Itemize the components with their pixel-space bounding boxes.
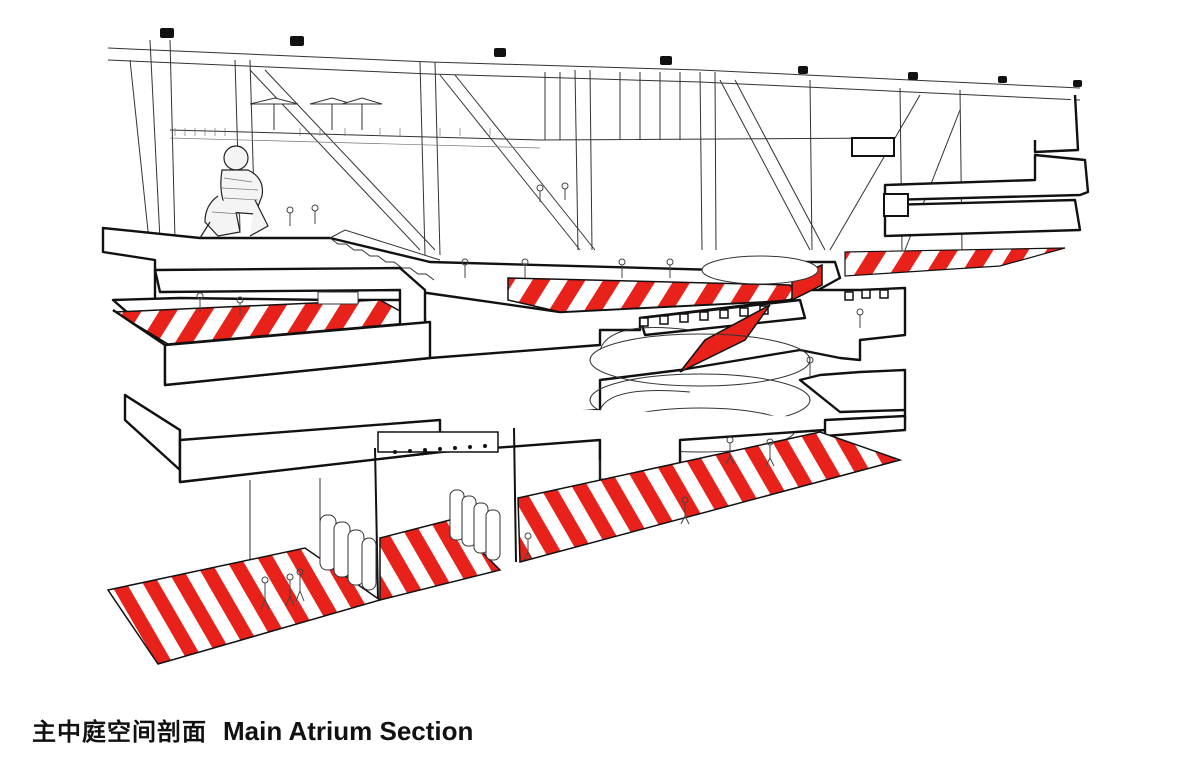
person-silhouette-icon	[618, 258, 626, 278]
spotlight-icon	[798, 66, 808, 74]
spotlight-icon	[290, 36, 304, 46]
person-silhouette-icon	[521, 258, 529, 278]
spotlight-icon	[998, 76, 1007, 83]
caption-title-en: Main Atrium Section	[223, 716, 474, 746]
person-silhouette-icon	[765, 438, 775, 467]
person-silhouette-icon	[236, 296, 244, 316]
person-silhouette-icon	[856, 308, 864, 328]
person-silhouette-icon	[725, 436, 735, 465]
spotlight-icon	[494, 48, 506, 57]
person-silhouette-icon	[536, 184, 544, 202]
person-silhouette-icon	[311, 204, 319, 224]
spotlight-icon	[908, 72, 918, 80]
spotlight-icon	[160, 28, 174, 38]
roof-spotlights	[160, 28, 1082, 87]
spiral-ramp	[589, 255, 819, 453]
people	[196, 182, 864, 610]
seated-figure-sculpture-icon	[199, 145, 269, 239]
spotlight-icon	[1073, 80, 1082, 87]
ground-floor	[106, 431, 903, 665]
caption: 主中庭空间剖面 Main Atrium Section	[32, 712, 473, 756]
person-silhouette-icon	[295, 568, 305, 602]
right-cafe-floor	[844, 247, 1066, 277]
upper-right-levels	[851, 94, 1090, 238]
person-silhouette-icon	[286, 206, 294, 226]
person-silhouette-icon	[523, 532, 533, 561]
person-silhouette-icon	[461, 258, 469, 278]
person-silhouette-icon	[196, 292, 204, 312]
person-silhouette-icon	[561, 182, 569, 200]
caption-title-zh: 主中庭空间剖面	[32, 718, 207, 746]
ground-walls	[249, 427, 601, 601]
person-silhouette-icon	[806, 356, 814, 376]
umbrella-icon	[249, 97, 383, 130]
person-silhouette-icon	[680, 496, 690, 525]
cylinder-installations	[319, 489, 501, 591]
person-silhouette-icon	[666, 258, 674, 278]
person-silhouette-icon	[260, 576, 270, 610]
roof-terrace	[169, 97, 896, 149]
stair	[329, 237, 435, 281]
spotlight-icon	[660, 56, 672, 65]
person-silhouette-icon	[285, 573, 295, 607]
